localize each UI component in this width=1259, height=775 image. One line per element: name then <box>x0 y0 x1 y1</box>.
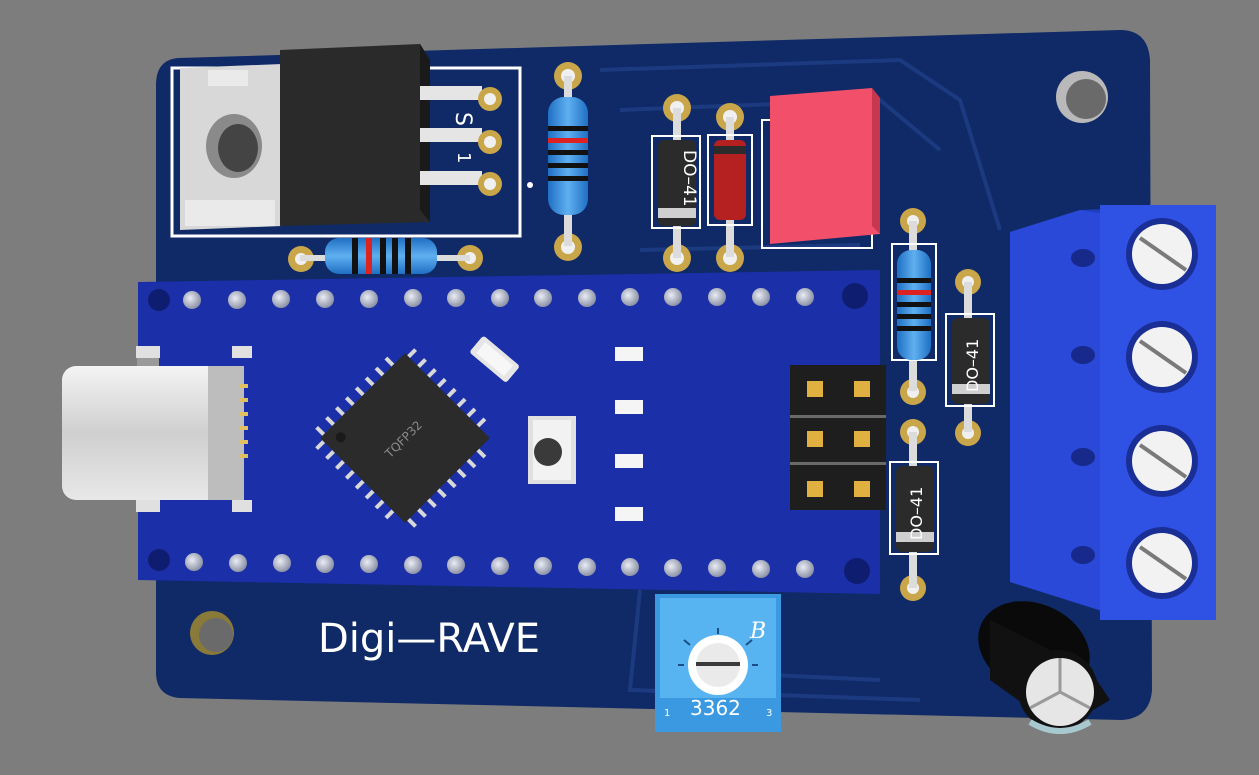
diode-d2 <box>707 103 753 272</box>
mounting-hole-top-right <box>1056 71 1108 123</box>
diode-d4-label: DO–41 <box>907 487 926 540</box>
usb-c-connector <box>62 346 252 512</box>
regulator-label: S <box>450 112 475 126</box>
resistor-r1 <box>288 238 483 274</box>
screw-terminal-block <box>1010 205 1216 620</box>
trimmer-letter: B <box>749 619 766 644</box>
regulator-pin-label: 1 <box>453 152 474 163</box>
leds <box>615 347 643 521</box>
diode-d3-label: DO–41 <box>963 339 982 392</box>
trimmer-marking: 3362 <box>690 696 741 720</box>
pin-row-top <box>148 283 868 311</box>
resistor-r3 <box>891 208 937 405</box>
mounting-hole-bottom-left <box>190 611 234 655</box>
film-capacitor <box>761 88 880 249</box>
trimmer-pin1-label: 1 <box>664 708 670 719</box>
board-title: Digi—RAVE <box>318 616 540 662</box>
electrolytic-capacitor <box>978 601 1110 734</box>
diode-d1: DO–41 <box>651 94 701 272</box>
mcu-chip: TQFP32 <box>315 348 490 528</box>
icsp-header <box>790 365 886 510</box>
trimmer-potentiometer: B 3362 1 3 <box>655 594 781 732</box>
trimmer-pin3-label: 3 <box>766 708 772 719</box>
resistor-r2 <box>548 62 588 261</box>
pin-row-bottom <box>148 549 870 584</box>
diode-d3: DO–41 <box>945 269 995 446</box>
crystal <box>470 336 519 382</box>
diode-d4: DO–41 <box>889 419 939 601</box>
voltage-regulator: S 1 <box>170 44 533 238</box>
regulator-legs <box>420 86 482 185</box>
diode-d1-label: DO–41 <box>679 150 699 207</box>
terminal-screws <box>1126 218 1198 599</box>
reset-button <box>528 416 576 484</box>
nano-module: TQFP32 <box>62 270 886 594</box>
